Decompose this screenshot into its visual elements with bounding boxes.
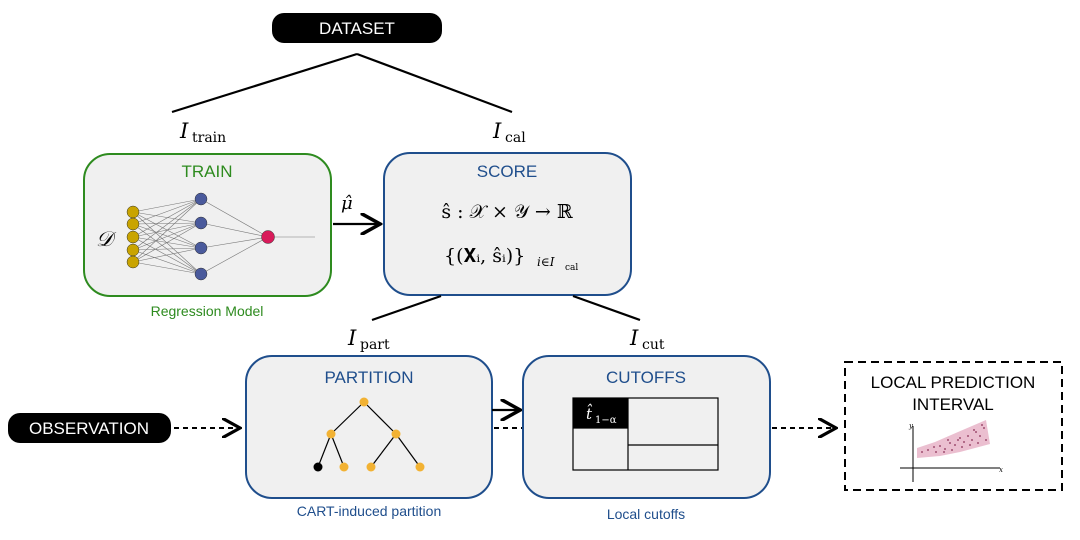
interval-point	[981, 424, 983, 426]
cart-tree	[317, 401, 421, 468]
interval-point	[949, 442, 951, 444]
input-node	[126, 205, 140, 219]
interval-point	[939, 445, 941, 447]
interval-points	[921, 424, 987, 453]
cal-split-label: I cal	[492, 119, 526, 146]
dataset-label: DATASET	[319, 19, 395, 38]
train-box: TRAIN 𝒟	[83, 153, 332, 297]
hidden-node	[194, 241, 208, 255]
cutoff-grid: t̂ 1−α	[572, 397, 719, 471]
cutoffs-caption: Local cutoffs	[607, 506, 685, 522]
interval-point	[927, 449, 929, 451]
calibration-set: {(𝐗ᵢ, ŝᵢ)} i∈I cal	[444, 245, 578, 273]
input-node	[126, 217, 140, 231]
hidden-node	[194, 267, 208, 281]
interval-point	[933, 446, 935, 448]
part-split-label: I part	[347, 326, 390, 353]
cal-split-edge	[356, 52, 513, 114]
interval-point	[954, 444, 956, 446]
observation-node: OBSERVATION	[8, 413, 171, 443]
interval-point	[943, 451, 945, 453]
selected-cell	[573, 398, 628, 428]
interval-point	[973, 429, 975, 431]
part-split-subscript: part	[360, 337, 390, 353]
partition-caption: CART-induced partition	[297, 503, 441, 519]
interval-point	[977, 442, 979, 444]
tree-leaf-node-selected	[313, 462, 323, 472]
output-title-line2: INTERVAL	[912, 395, 994, 414]
output-title-line1: LOCAL PREDICTION	[871, 373, 1036, 392]
interval-point	[951, 449, 953, 451]
calibration-set-subsubscript: cal	[565, 263, 578, 273]
cal-split-symbol: I	[492, 119, 502, 143]
tree-leaf-node	[366, 462, 376, 472]
score-box: SCORE ŝ : 𝒳 × 𝒴 → ℝ {(𝐗ᵢ, ŝᵢ)} i∈I cal	[383, 152, 632, 296]
cut-split-symbol: I	[629, 326, 639, 350]
dataset-symbol: 𝒟	[96, 227, 117, 251]
input-node	[126, 230, 140, 244]
cut-split-edge	[572, 294, 641, 322]
cut-split-label: I cut	[629, 326, 665, 353]
cutoffs-title: CUTOFFS	[606, 368, 686, 387]
interval-band	[917, 420, 990, 458]
mu-hat-label: μ̂	[341, 193, 353, 214]
interval-point	[983, 427, 985, 429]
cut-split-subscript: cut	[642, 337, 665, 353]
partition-box: PARTITION	[245, 355, 493, 499]
interval-point	[947, 439, 949, 441]
network-edges	[132, 198, 315, 275]
hidden-node	[194, 216, 208, 230]
input-node	[126, 243, 140, 257]
train-title: TRAIN	[182, 162, 233, 181]
interval-point	[971, 439, 973, 441]
plot-y-axis-label: y	[908, 422, 914, 430]
interval-point	[975, 431, 977, 433]
tree-internal-node	[326, 429, 336, 439]
observation-label: OBSERVATION	[29, 419, 149, 438]
interval-plot: y x	[900, 420, 1003, 482]
interval-point	[921, 451, 923, 453]
interval-point	[961, 446, 963, 448]
tree-root-node	[359, 397, 369, 407]
interval-point	[979, 435, 981, 437]
interval-point	[959, 437, 961, 439]
prediction-interval-box: LOCAL PREDICTION INTERVAL y x	[844, 361, 1063, 491]
interval-point	[969, 444, 971, 446]
score-function: ŝ : 𝒳 × 𝒴 → ℝ	[441, 201, 572, 223]
input-node	[126, 255, 140, 269]
train-split-label: I train	[179, 119, 226, 146]
score-title: SCORE	[477, 162, 537, 181]
cal-split-subscript: cal	[505, 130, 526, 146]
tree-internal-node	[391, 429, 401, 439]
calibration-set-main: {(𝐗ᵢ, ŝᵢ)}	[444, 245, 525, 267]
cutoff-label-subscript: 1−α	[595, 415, 617, 426]
part-split-symbol: I	[347, 326, 357, 350]
interval-point	[944, 448, 946, 450]
interval-point	[935, 451, 937, 453]
calibration-set-subscript: i∈I	[537, 255, 555, 269]
train-split-subscript: train	[192, 130, 226, 146]
tree-nodes	[313, 397, 425, 472]
tree-leaf-node	[339, 462, 349, 472]
interval-point	[957, 439, 959, 441]
cutoff-label: t̂	[586, 404, 593, 423]
output-node	[261, 230, 275, 244]
part-split-edge	[371, 294, 442, 322]
train-caption: Regression Model	[151, 303, 264, 319]
cutoffs-box: CUTOFFS t̂ 1−α	[522, 355, 771, 499]
hidden-node	[194, 192, 208, 206]
interval-point	[963, 441, 965, 443]
interval-point	[985, 439, 987, 441]
interval-point	[967, 435, 969, 437]
train-split-edge	[171, 52, 358, 114]
plot-x-axis-label: x	[999, 466, 1003, 474]
partition-title: PARTITION	[324, 368, 413, 387]
train-split-symbol: I	[179, 119, 189, 143]
neural-network	[126, 192, 275, 281]
tree-leaf-node	[415, 462, 425, 472]
dataset-node: DATASET	[272, 13, 442, 43]
